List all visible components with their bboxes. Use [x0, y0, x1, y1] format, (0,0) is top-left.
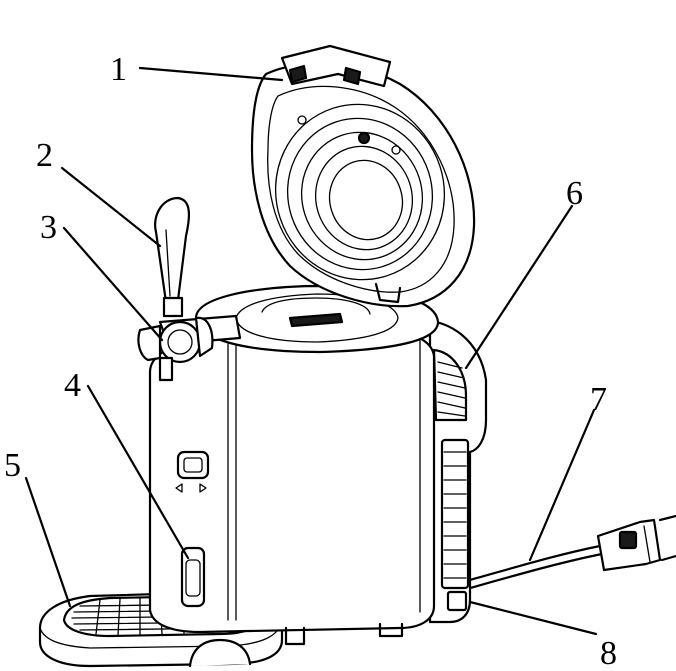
- side-slider: [176, 450, 210, 480]
- callout-5: 5: [4, 447, 21, 484]
- leader-2: [60, 166, 162, 248]
- callout-8: 8: [600, 635, 617, 671]
- callout-7: 7: [590, 381, 607, 418]
- callout-1: 1: [110, 51, 127, 88]
- upper-air-vent: [432, 348, 468, 422]
- lid-latch: [280, 44, 392, 88]
- callout-3: 3: [40, 209, 57, 246]
- leader-1: [138, 66, 284, 82]
- tap-handle: [154, 196, 191, 304]
- callout-4: 4: [64, 367, 81, 404]
- tap-assembly: [137, 196, 242, 382]
- leader-6: [464, 204, 574, 370]
- spout: [158, 356, 174, 382]
- vent-grille: [440, 438, 470, 590]
- leader-8: [468, 600, 598, 636]
- lid: [250, 44, 476, 308]
- power-socket: [446, 590, 468, 612]
- power-cord: [468, 514, 676, 590]
- main-housing: [148, 318, 488, 646]
- leader-7: [528, 408, 596, 562]
- leader-3: [62, 226, 164, 342]
- leader-4: [86, 384, 190, 560]
- callout-numbers: 1 2 3 4 5 6 7 8: [4, 51, 617, 671]
- leader-5: [24, 476, 72, 608]
- tap-valve: [158, 320, 202, 364]
- level-window: [180, 546, 206, 608]
- callout-6: 6: [566, 175, 583, 212]
- leader-lines: [24, 66, 598, 636]
- callout-2: 2: [36, 137, 53, 174]
- lid-rings: [274, 103, 446, 281]
